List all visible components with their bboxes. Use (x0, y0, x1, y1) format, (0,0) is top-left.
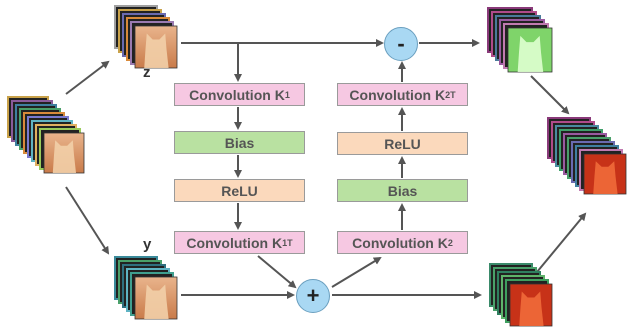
box-label: Convolution K (186, 234, 283, 251)
arrows (65, 39, 587, 299)
kitten-icon (144, 284, 169, 319)
box-label: Convolution K (349, 86, 446, 103)
box-label-subscript: 1 (282, 237, 288, 248)
arrow-input-to-z (65, 60, 110, 95)
arrow-zout-to-output (530, 75, 570, 115)
kitten-icon (52, 140, 76, 173)
kitten-icon (593, 161, 618, 194)
box-label-superscript: T (287, 237, 293, 248)
image-stack-input (7, 96, 85, 174)
kitten-icon (517, 35, 544, 72)
box-label-superscript: T (450, 89, 456, 100)
arrow-input-to-y (65, 186, 110, 255)
label-y: y (143, 236, 152, 253)
box-label-subscript: 2 (445, 89, 451, 100)
minus-operator: - (384, 27, 418, 61)
box-label: Bias (387, 182, 418, 199)
label-z: z (143, 64, 151, 81)
right-box-3: Bias (337, 179, 468, 202)
image-stack-z-out (487, 7, 553, 73)
right-box-2: ReLU (337, 132, 468, 155)
plus-operator: + (296, 279, 330, 313)
box-label: Bias (224, 134, 255, 151)
image-stack-z (114, 5, 178, 69)
box-label: Convolution K (189, 86, 285, 103)
image-stack-y-out (489, 263, 553, 327)
box-label-subscript: 1 (284, 89, 290, 100)
arrow-plus-to-conv-k2 (331, 256, 382, 288)
box-label: ReLU (221, 182, 258, 199)
arrow-yout-to-output (536, 212, 587, 273)
kitten-icon (144, 33, 169, 68)
kitten-icon (519, 291, 544, 326)
box-label: Convolution K (352, 234, 448, 251)
box-label: ReLU (384, 135, 421, 152)
image-stacks (7, 5, 627, 327)
left-box-3: ReLU (174, 179, 305, 202)
image-stack-y (114, 256, 178, 320)
left-box-2: Bias (174, 131, 305, 154)
box-label-subscript: 2 (447, 237, 453, 248)
image-stack-output (547, 117, 627, 195)
arrow-conv-k1t-to-plus (257, 255, 297, 289)
